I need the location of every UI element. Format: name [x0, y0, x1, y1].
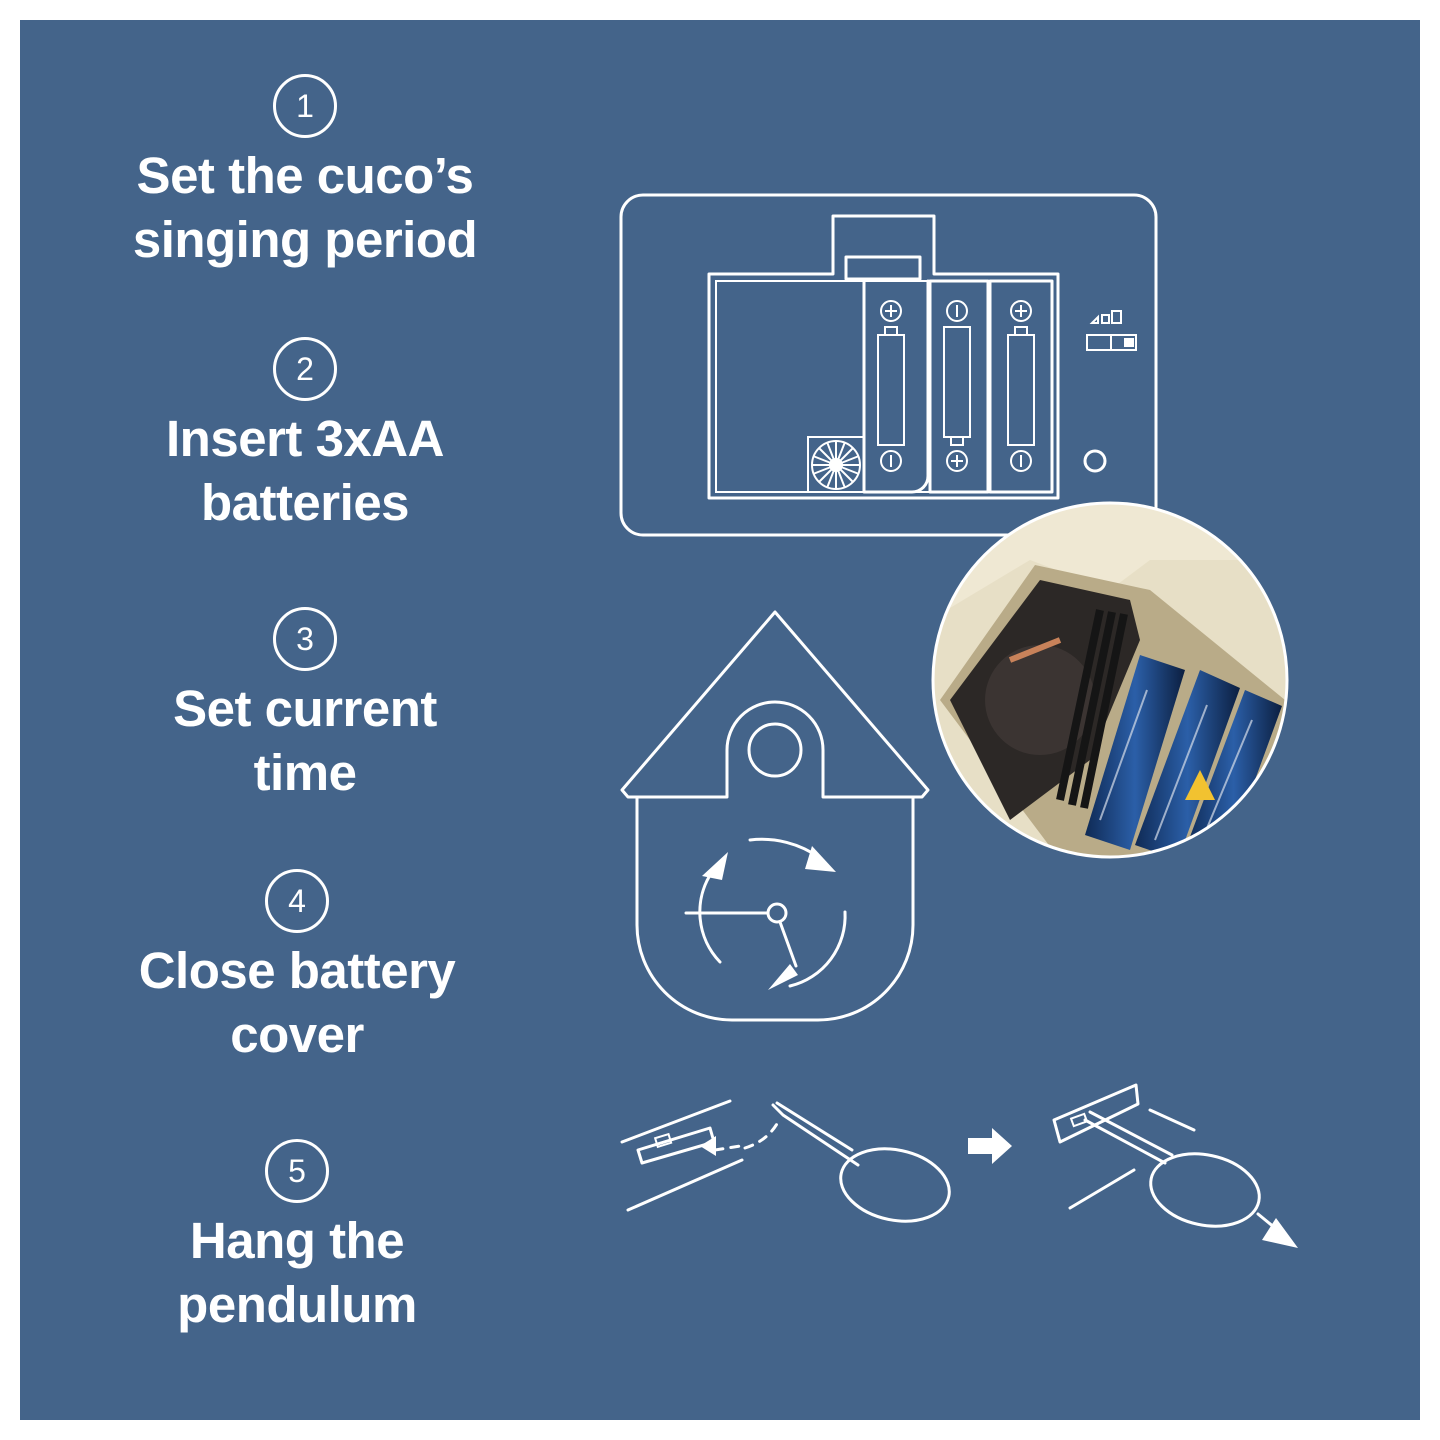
step-number-badge: 1 — [273, 74, 337, 138]
step-label: Close battery cover — [92, 939, 502, 1067]
step-3: 3 Set current time — [100, 607, 510, 805]
pendulum-hanging-icon — [620, 1083, 1298, 1248]
step-label-line: Close battery — [138, 942, 456, 999]
step-label: Insert 3xAA batteries — [100, 407, 510, 535]
aa-battery-3 — [1185, 690, 1282, 857]
battery-slot-2 — [943, 300, 971, 472]
step-2: 2 Insert 3xAA batteries — [100, 337, 510, 535]
step-label: Hang the pendulum — [92, 1209, 502, 1337]
step-label-line: singing period — [132, 211, 478, 268]
step-label: Set the cuco’s singing period — [100, 144, 510, 272]
gear-icon — [807, 436, 865, 493]
step-number-badge: 2 — [273, 337, 337, 401]
battery-slot-3 — [1007, 300, 1035, 472]
step-label-line: Set current — [173, 680, 437, 737]
step-number-badge: 5 — [265, 1139, 329, 1203]
step-label-line: batteries — [200, 474, 410, 531]
aa-battery-2 — [1135, 670, 1240, 857]
volume-switch-icon — [1086, 310, 1137, 351]
cuckoo-house-clock-icon — [620, 610, 930, 1022]
battery-compartment-icon — [619, 193, 1158, 537]
step-label-line: cover — [230, 1006, 364, 1063]
step-label-line: pendulum — [177, 1276, 417, 1333]
aa-battery-1 — [1085, 655, 1185, 850]
step-label-line: Insert 3xAA — [166, 410, 444, 467]
step-label-line: Set the cuco’s — [136, 147, 474, 204]
battery-photo-icon — [931, 501, 1289, 859]
step-4: 4 Close battery cover — [92, 869, 502, 1067]
step-5: 5 Hang the pendulum — [92, 1139, 502, 1337]
step-label-line: time — [253, 744, 357, 801]
step-number-badge: 4 — [265, 869, 329, 933]
step-number-badge: 3 — [273, 607, 337, 671]
step-label-line: Hang the — [189, 1212, 405, 1269]
step-1: 1 Set the cuco’s singing period — [100, 74, 510, 272]
reset-button-icon — [1083, 449, 1107, 473]
clock-icon — [684, 837, 847, 990]
battery-slot-1 — [877, 300, 905, 472]
step-label: Set current time — [100, 677, 510, 805]
